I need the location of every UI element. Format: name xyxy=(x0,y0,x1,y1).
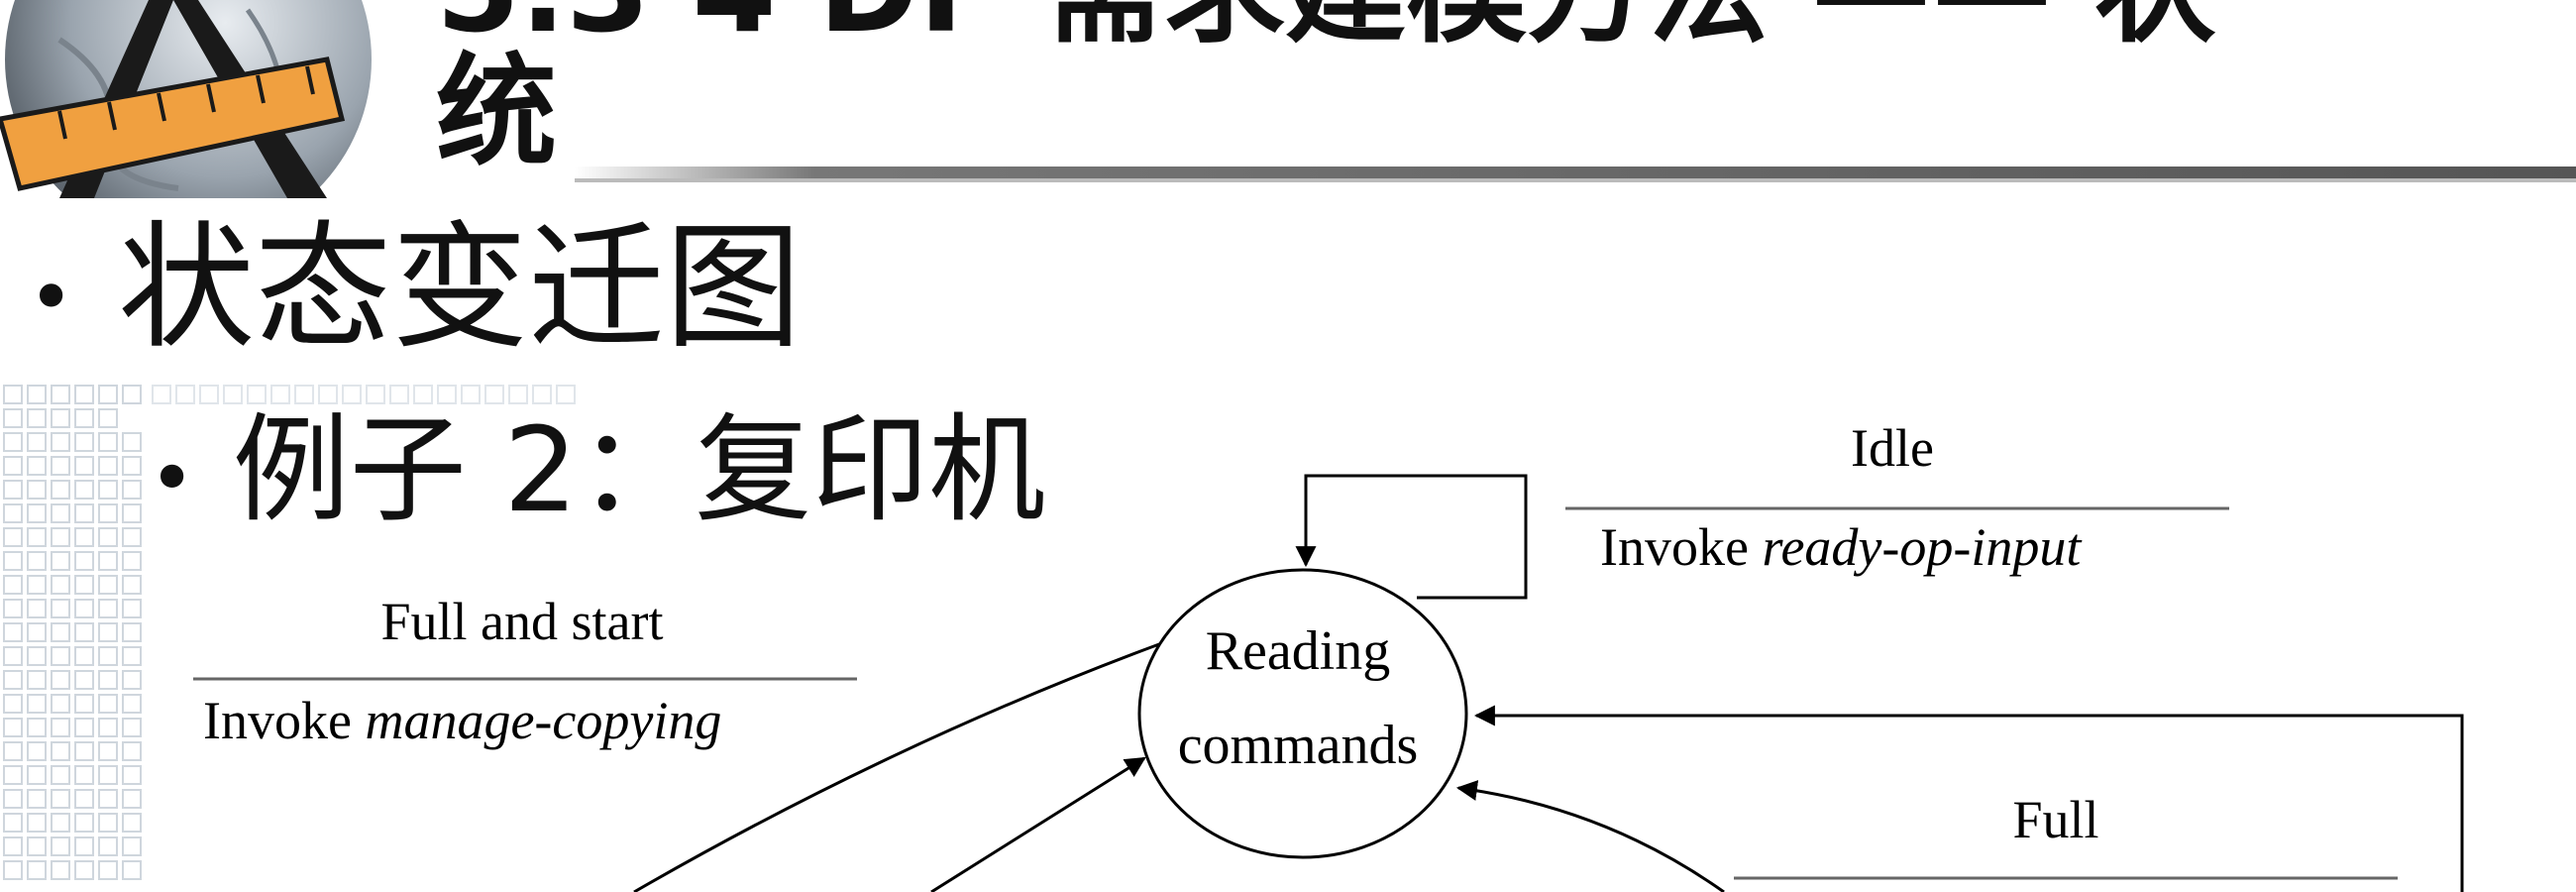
state-label-line1: Reading xyxy=(1206,620,1391,682)
transition-idle-event: Idle xyxy=(1851,418,1934,478)
transition-incoming-right-arrow xyxy=(1473,705,2464,892)
transition-full-start-arrow xyxy=(633,642,1160,892)
state-reading-commands xyxy=(1137,568,1468,859)
action-prefix: Invoke xyxy=(203,691,365,750)
action-name: manage-copying xyxy=(365,691,721,750)
transition-full-start-event: Full and start xyxy=(381,592,664,651)
transition-full-arrow xyxy=(1455,780,1725,892)
transition-full-start-action: Invoke manage-copying xyxy=(203,691,721,750)
action-prefix: Invoke xyxy=(1600,517,1762,577)
bullet-dot-icon: • xyxy=(149,431,196,524)
action-name: ready-op-input xyxy=(1762,517,2083,577)
slide-title-continued: 统 xyxy=(436,42,557,182)
transition-full-event: Full xyxy=(2012,790,2098,849)
ruler-icon xyxy=(0,56,346,191)
transition-idle-arrow xyxy=(1295,474,1528,600)
bullet-state-transition-diagram: • 状态变迁图 xyxy=(28,220,802,357)
bullet-text: 状态变迁图 xyxy=(118,208,803,368)
decorative-grid xyxy=(3,385,142,880)
decorative-grid-top xyxy=(152,385,576,404)
slide-title: 5.3 4 DF 需求建模方法 —— 状 xyxy=(436,0,2215,50)
transition-incoming-left-arrow xyxy=(930,756,1146,892)
bullet-dot-icon: • xyxy=(28,251,75,344)
transition-idle-action: Invoke ready-op-input xyxy=(1600,517,2083,577)
logo xyxy=(0,0,416,198)
state-label-line2: commands xyxy=(1178,715,1419,776)
bullet-text: 例子 2：复印机 xyxy=(232,401,1046,538)
title-rule xyxy=(575,167,2576,182)
bullet-example: • 例子 2：复印机 xyxy=(149,411,1045,528)
